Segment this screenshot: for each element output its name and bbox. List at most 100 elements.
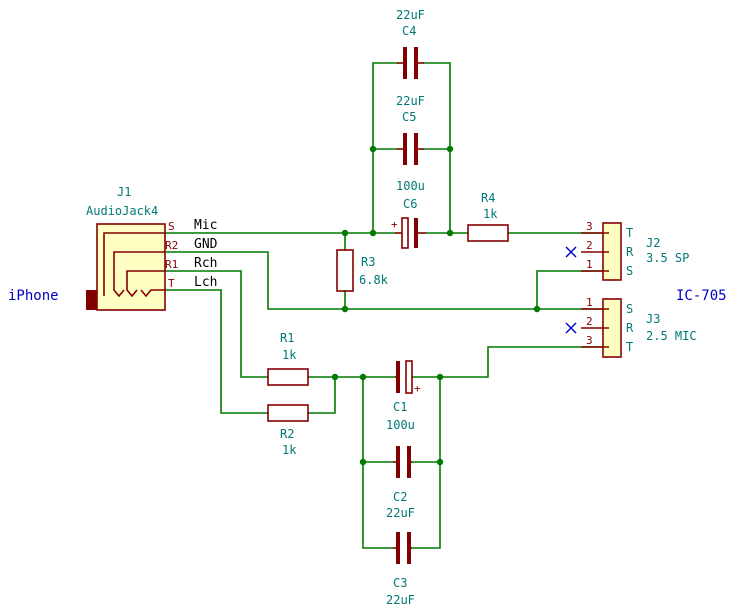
wire-gnd-j2 [536, 270, 604, 310]
j2-connector: 3 2 1 T R S J2 3.5 SP [565, 220, 689, 281]
j3-no-connect-icon [565, 322, 577, 334]
r4-body [467, 224, 509, 242]
junction-dot [341, 229, 349, 237]
junction-dot [446, 229, 454, 237]
resistor-r3: R3 6.8k [336, 249, 389, 292]
c1-ref: C1 [393, 400, 407, 414]
r2-body [267, 404, 309, 422]
j2-pin-number: 1 [586, 258, 593, 271]
wire-rch [164, 270, 269, 378]
c6-polarity: + [391, 218, 398, 231]
net-label-lch: Lch [194, 275, 217, 290]
j2-pin-name: R [626, 245, 634, 259]
j3-pin-name: T [626, 340, 633, 354]
junction-dot [359, 373, 367, 381]
j1-pin-s: S [168, 220, 175, 233]
j3-pin-number: 1 [586, 296, 593, 309]
j1-body [96, 223, 166, 311]
j2-pin-name: S [626, 264, 633, 278]
ic705-label: IC-705 [676, 288, 727, 304]
j1-contact-t [140, 289, 165, 298]
junctions [331, 145, 541, 466]
c3-ref: C3 [393, 576, 407, 590]
capacitor-c4: 22uF C4 [396, 8, 425, 79]
c2-value: 22uF [386, 506, 415, 520]
wire-c-parallel-right [423, 62, 451, 234]
capacitor-c6: + 100u C6 [391, 179, 426, 249]
junction-dot [369, 229, 377, 237]
r4-ref: R4 [481, 191, 495, 205]
j1-pin-r2: R2 [165, 239, 178, 252]
c1-polarity: + [414, 382, 421, 395]
j1-value: AudioJack4 [86, 204, 158, 218]
iphone-label: iPhone [8, 288, 59, 304]
wire-r2-out [307, 376, 336, 414]
c6-ref: C6 [403, 197, 417, 211]
c1-value: 100u [386, 418, 415, 432]
junction-dot [436, 373, 444, 381]
wire-c-bottom-left [362, 376, 394, 549]
wire-gnd [164, 251, 604, 310]
capacitor-c3: C3 22uF [386, 532, 415, 607]
capacitor-c1: + C1 100u [386, 360, 421, 432]
r3-body [336, 249, 354, 292]
c2-ref: C2 [393, 490, 407, 504]
r3-ref: R3 [361, 255, 375, 269]
r1-body [267, 368, 309, 386]
junction-dot [331, 373, 339, 381]
junction-dot [359, 458, 367, 466]
wire-c-parallel-left [372, 62, 398, 234]
capacitor-c2: C2 22uF [386, 446, 415, 520]
j1-audio-jack: J1 AudioJack4 S R2 R1 T [86, 185, 178, 311]
c5-value: 22uF [396, 94, 425, 108]
j2-value: 3.5 SP [646, 251, 689, 265]
capacitor-c5: 22uF C5 [396, 94, 425, 165]
j3-pin-name: S [626, 302, 633, 316]
wire-c-bottom-right [411, 376, 441, 549]
net-label-mic: Mic [194, 218, 217, 233]
c6-plate-positive [401, 217, 409, 249]
j2-pin-name: T [626, 226, 633, 240]
resistor-r1: R1 1k [267, 331, 309, 386]
r1-value: 1k [282, 348, 297, 362]
j3-ref: J3 [646, 312, 660, 326]
junction-dot [533, 305, 541, 313]
j2-pin-number: 2 [586, 239, 593, 252]
j1-pin-r1: R1 [165, 258, 178, 271]
net-label-rch: Rch [194, 256, 217, 271]
j1-sleeve [86, 290, 97, 310]
j2-ref: J2 [646, 236, 660, 250]
net-label-gnd: GND [194, 237, 218, 252]
j3-pin-name: R [626, 321, 634, 335]
r3-value: 6.8k [359, 273, 389, 287]
j1-contact-r1 [126, 270, 165, 298]
c6-value: 100u [396, 179, 425, 193]
r1-ref: R1 [280, 331, 294, 345]
wire-lch [164, 289, 269, 414]
j1-contact-r2 [113, 251, 165, 298]
j3-value: 2.5 MIC [646, 329, 697, 343]
c3-value: 22uF [386, 593, 415, 607]
c4-value: 22uF [396, 8, 425, 22]
wires [164, 62, 604, 549]
wire-c1-j3 [411, 346, 604, 378]
j1-contact-s [103, 232, 165, 296]
j3-pin-number: 3 [586, 334, 593, 347]
j1-ref: J1 [117, 185, 131, 199]
r2-ref: R2 [280, 427, 294, 441]
j2-no-connect-icon [565, 246, 577, 258]
j2-pin-number: 3 [586, 220, 593, 233]
c4-ref: C4 [402, 24, 416, 38]
junction-dot [436, 458, 444, 466]
j3-pin-number: 2 [586, 315, 593, 328]
junction-dot [341, 305, 349, 313]
r4-value: 1k [483, 207, 498, 221]
j1-pin-t: T [168, 277, 175, 290]
c1-plate-positive [405, 360, 413, 394]
junction-dot [369, 145, 377, 153]
junction-dot [446, 145, 454, 153]
resistor-r4: R4 1k [467, 191, 509, 242]
j3-connector: 1 2 3 S R T J3 2.5 MIC [565, 296, 697, 358]
r2-value: 1k [282, 443, 297, 457]
